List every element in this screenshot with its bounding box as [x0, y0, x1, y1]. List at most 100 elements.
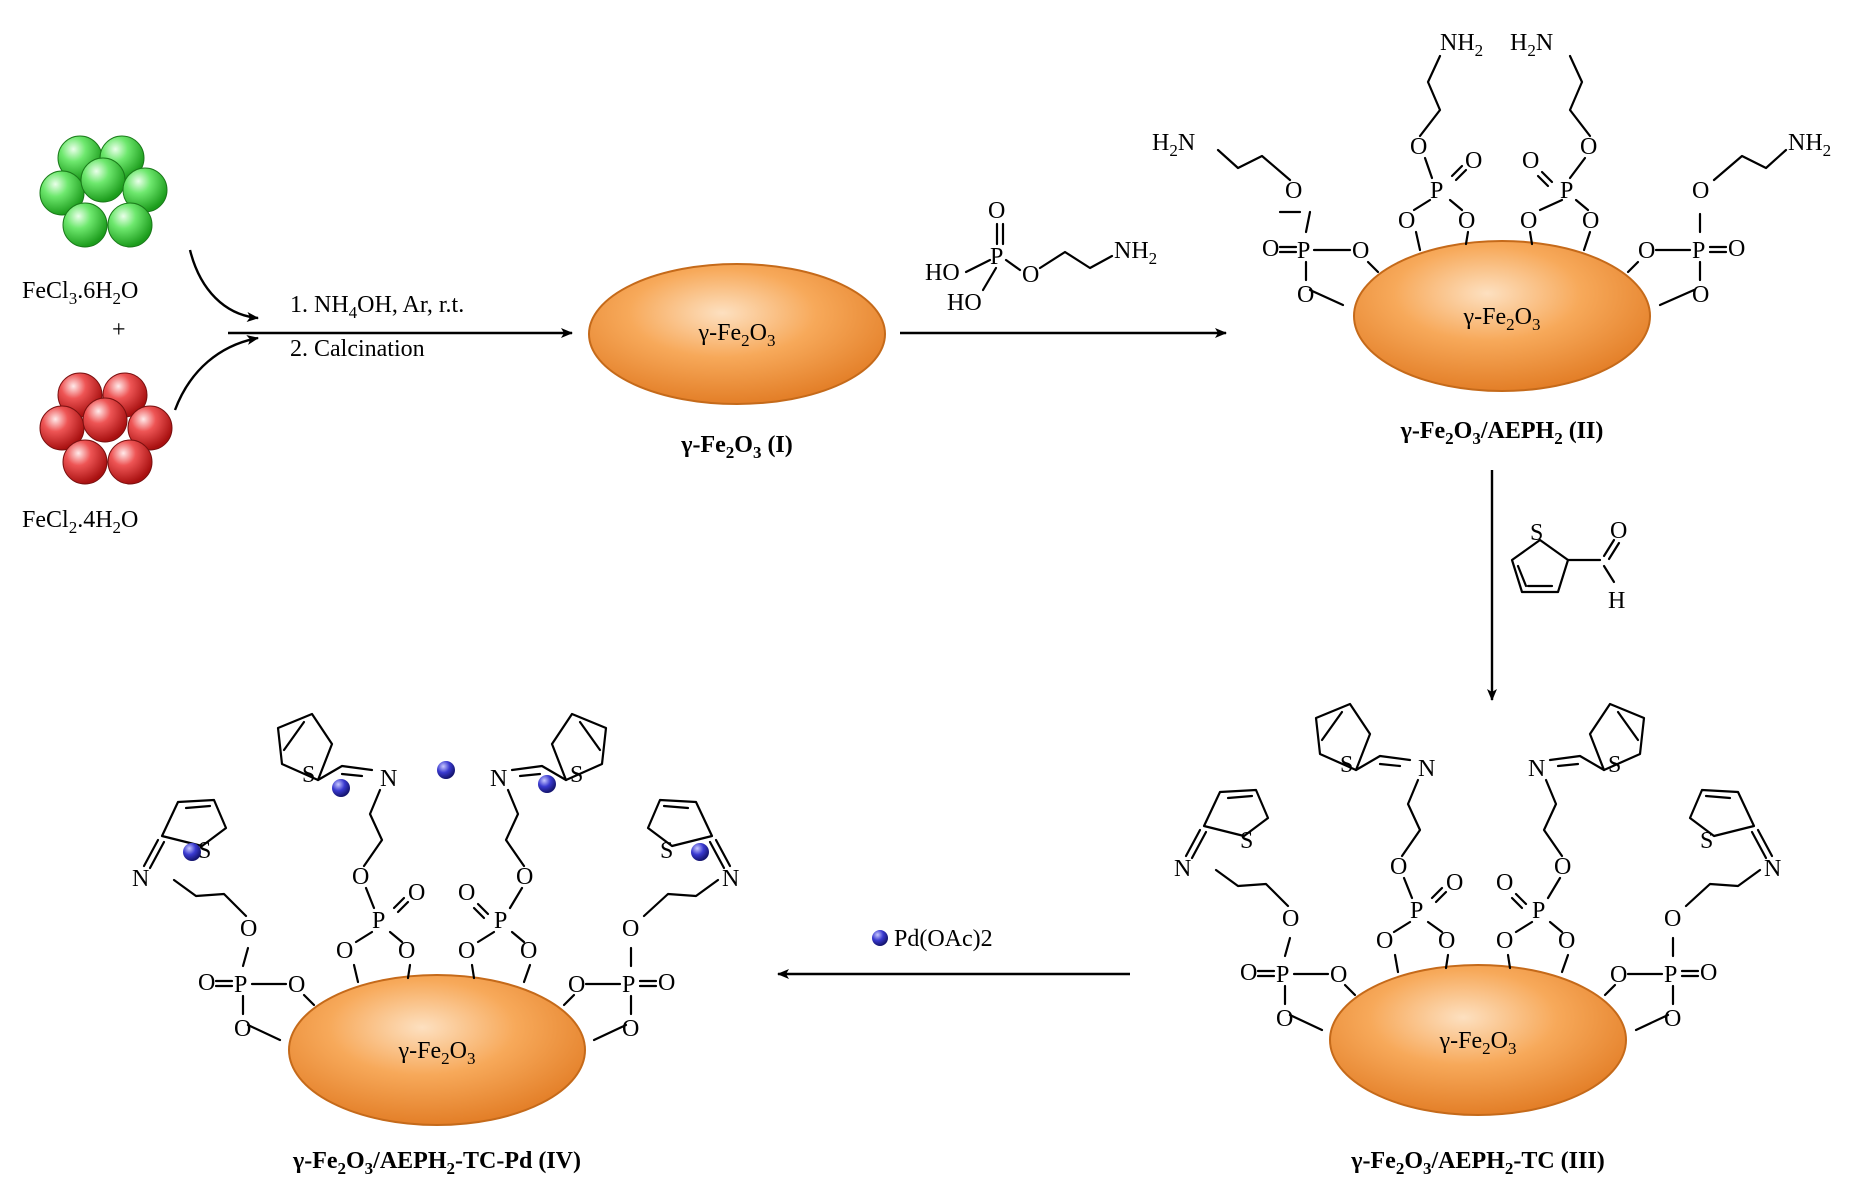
svg-text:N: N	[1174, 856, 1191, 882]
svg-text:N: N	[722, 866, 739, 892]
compound-i-label: γ-Fe2O3 (I)	[680, 432, 793, 462]
svg-text:O: O	[1352, 238, 1369, 264]
core-label: γ-Fe2O3	[1463, 304, 1541, 334]
svg-text:P: P	[1560, 178, 1573, 204]
svg-text:O: O	[622, 1016, 639, 1042]
svg-text:S: S	[570, 762, 583, 788]
svg-text:P: P	[1430, 178, 1443, 204]
fecl2-label: FeCl2.4H2O	[22, 507, 138, 537]
svg-text:O: O	[1522, 148, 1539, 174]
plus-sign: +	[112, 317, 126, 343]
svg-text:O: O	[458, 938, 475, 964]
svg-text:N: N	[490, 766, 507, 792]
svg-text:P: P	[622, 972, 635, 998]
curved-arrow-fecl2	[173, 335, 259, 411]
svg-text:O: O	[1610, 962, 1627, 988]
svg-text:O: O	[1376, 928, 1393, 954]
svg-text:H: H	[1608, 588, 1625, 614]
pd-reagent-label: Pd(OAc)2	[894, 926, 993, 952]
svg-text:O: O	[622, 916, 639, 942]
pd-dot-icon	[538, 775, 556, 793]
svg-text:O: O	[1297, 282, 1314, 308]
svg-text:O: O	[398, 938, 415, 964]
svg-text:P: P	[1297, 238, 1310, 264]
svg-text:O: O	[1692, 282, 1709, 308]
core-label: γ-Fe2O3	[1439, 1028, 1517, 1058]
svg-text:N: N	[380, 766, 397, 792]
svg-text:P: P	[1692, 238, 1705, 264]
step1-condition-1: 1. NH4OH, Ar, r.t.	[290, 292, 464, 322]
svg-text:O: O	[240, 916, 257, 942]
pd-dot-icon	[691, 843, 709, 861]
svg-text:HO: HO	[947, 290, 982, 316]
svg-text:O: O	[1582, 208, 1599, 234]
svg-text:S: S	[660, 838, 673, 864]
svg-text:O: O	[1458, 208, 1475, 234]
step1-condition-2: 2. Calcination	[290, 336, 425, 362]
svg-text:O: O	[1398, 208, 1415, 234]
svg-text:O: O	[198, 970, 215, 996]
thiophene-aldehyde-reagent: S O H	[1510, 518, 1627, 614]
svg-text:N: N	[1764, 856, 1781, 882]
svg-text:N: N	[1528, 756, 1545, 782]
svg-text:O: O	[1285, 178, 1302, 204]
svg-text:O: O	[1446, 870, 1463, 896]
svg-text:N: N	[1418, 756, 1435, 782]
compound-iv-label: γ-Fe2O3/AEPH2-TC-Pd (IV)	[292, 1148, 581, 1178]
svg-text:NH2: NH2	[1114, 238, 1157, 268]
core-label: γ-Fe2O3	[698, 320, 776, 350]
svg-text:S: S	[1700, 828, 1713, 854]
svg-text:P: P	[1532, 898, 1545, 924]
svg-text:O: O	[1638, 238, 1655, 264]
svg-text:O: O	[1496, 928, 1513, 954]
svg-text:P: P	[1410, 898, 1423, 924]
svg-text:H2N: H2N	[1152, 130, 1195, 160]
svg-text:O: O	[516, 864, 533, 890]
svg-text:O: O	[1610, 518, 1627, 544]
svg-text:O: O	[1410, 134, 1427, 160]
pd-dot-icon	[332, 779, 350, 797]
svg-text:P: P	[372, 908, 385, 934]
svg-text:P: P	[1276, 962, 1289, 988]
compound-ii-label: γ-Fe2O3/AEPH2 (II)	[1400, 418, 1604, 448]
svg-text:O: O	[336, 938, 353, 964]
svg-text:S: S	[198, 838, 211, 864]
svg-text:O: O	[1700, 960, 1717, 986]
fecl3-label: FeCl3.6H2O	[22, 278, 138, 308]
svg-text:O: O	[408, 880, 425, 906]
svg-text:O: O	[234, 1016, 251, 1042]
svg-text:O: O	[1580, 134, 1597, 160]
svg-text:O: O	[1728, 236, 1745, 262]
svg-text:O: O	[1465, 148, 1482, 174]
svg-text:P: P	[494, 908, 507, 934]
svg-text:HO: HO	[925, 260, 960, 286]
svg-text:O: O	[1022, 262, 1039, 288]
compound-iii-label: γ-Fe2O3/AEPH2-TC (III)	[1350, 1148, 1604, 1178]
pd-dot-icon	[872, 930, 888, 946]
svg-text:N: N	[132, 866, 149, 892]
svg-text:P: P	[1664, 962, 1677, 988]
svg-text:H2N: H2N	[1510, 30, 1553, 60]
aep-reagent: O P HO HO O NH2	[925, 198, 1157, 316]
svg-text:O: O	[1276, 1006, 1293, 1032]
fecl3-cluster	[39, 135, 168, 248]
curved-arrow-fecl3	[188, 249, 259, 322]
svg-text:O: O	[1558, 928, 1575, 954]
svg-text:S: S	[1340, 752, 1353, 778]
svg-text:S: S	[1530, 520, 1543, 546]
svg-text:S: S	[1608, 752, 1621, 778]
svg-text:O: O	[1554, 854, 1571, 880]
svg-text:O: O	[1692, 178, 1709, 204]
pd-dot-icon	[183, 843, 201, 861]
svg-text:S: S	[302, 762, 315, 788]
svg-text:O: O	[458, 880, 475, 906]
svg-text:O: O	[988, 198, 1005, 224]
svg-text:O: O	[1520, 208, 1537, 234]
core-particle	[588, 263, 886, 405]
fecl2-cluster	[39, 372, 173, 485]
svg-text:O: O	[1330, 962, 1347, 988]
svg-text:O: O	[658, 970, 675, 996]
svg-text:O: O	[1282, 906, 1299, 932]
svg-text:O: O	[1496, 870, 1513, 896]
